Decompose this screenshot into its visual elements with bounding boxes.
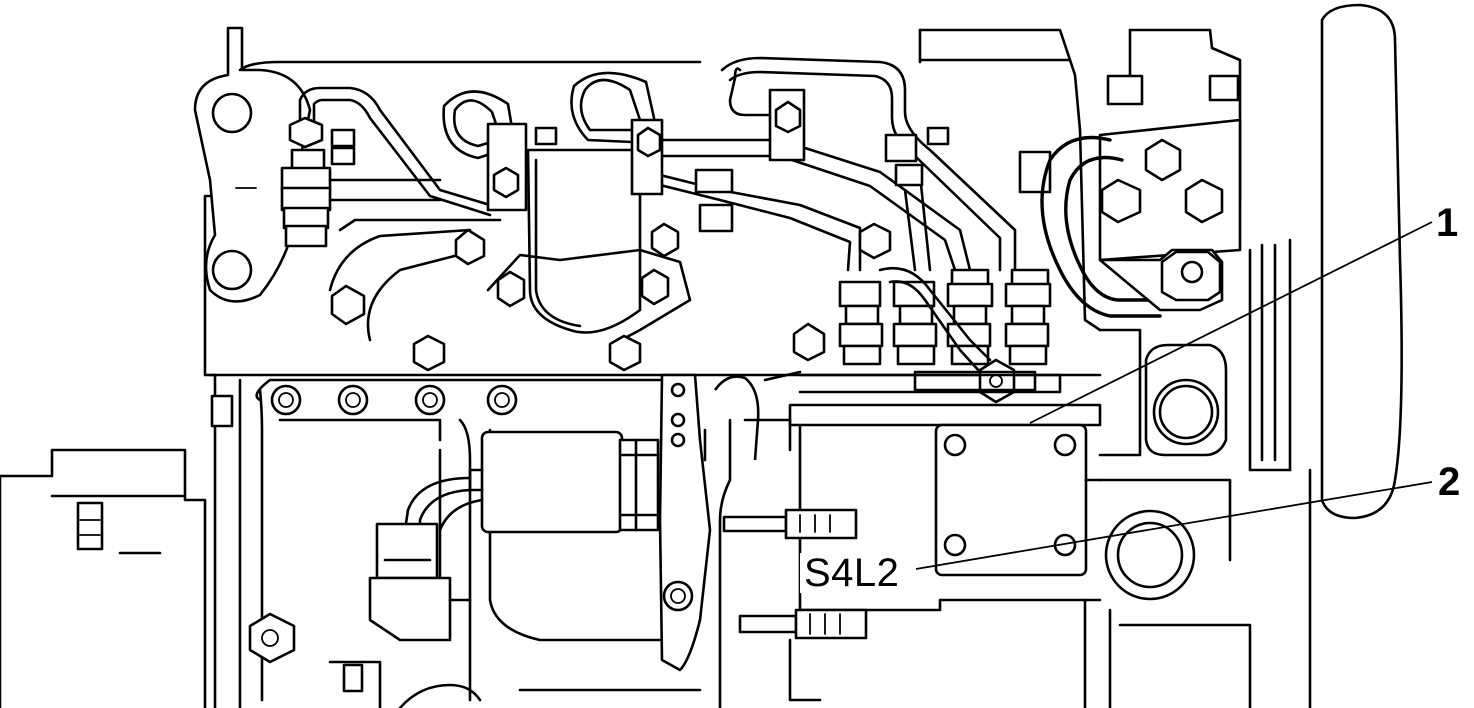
upper-block — [203, 28, 1102, 377]
mount-bolts — [722, 508, 868, 702]
leader-lines — [915, 221, 1433, 570]
left-mount-bracket — [0, 448, 207, 708]
leader-line-2 — [915, 481, 1433, 570]
delivery-valves — [838, 266, 1052, 404]
leader-line-1 — [1029, 221, 1433, 424]
pipe-clamps — [534, 88, 950, 233]
callout-number-1: 1 — [1436, 201, 1459, 245]
lifting-arm — [193, 26, 702, 303]
governor-lever — [658, 370, 802, 708]
injector-cluster-left — [280, 116, 442, 248]
injection-pump-body — [788, 370, 1102, 612]
stop-solenoid — [368, 430, 660, 642]
right-side-components — [1040, 3, 1403, 708]
fuel-filter-unit — [330, 118, 892, 372]
callout-number-2: 2 — [1438, 460, 1461, 504]
lower-block — [210, 373, 702, 708]
model-plate-label: S4L2 — [800, 553, 904, 593]
